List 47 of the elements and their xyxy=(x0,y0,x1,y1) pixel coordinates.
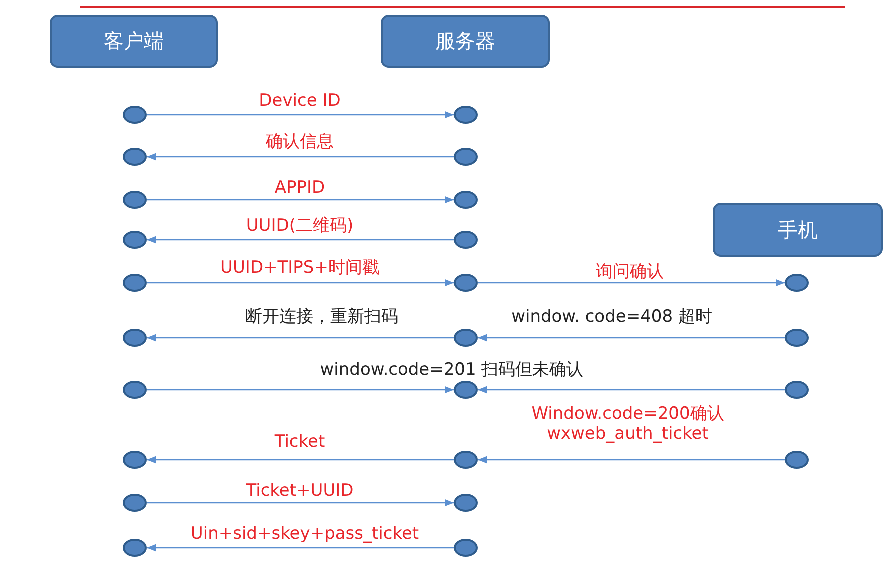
circle-node xyxy=(785,329,809,347)
arrow xyxy=(147,236,454,244)
circle-node xyxy=(123,106,147,124)
circle-node xyxy=(123,381,147,399)
note-text: window.code=201 扫码但未确认 xyxy=(318,360,586,380)
arrow xyxy=(147,334,454,342)
circle-node xyxy=(123,451,147,469)
circle-node xyxy=(454,494,478,512)
circle-node xyxy=(454,329,478,347)
circle-node xyxy=(785,381,809,399)
circle-node xyxy=(123,274,147,292)
circle-node xyxy=(123,231,147,249)
circle-node xyxy=(454,274,478,292)
participant-box: 手机 xyxy=(713,203,883,257)
participant-box: 客户端 xyxy=(50,15,218,68)
circle-node xyxy=(454,231,478,249)
circle-node xyxy=(123,539,147,557)
arrow xyxy=(478,386,785,394)
arrow xyxy=(147,153,454,161)
circle-node xyxy=(454,106,478,124)
arrow xyxy=(478,279,785,287)
circle-node xyxy=(123,148,147,166)
edge-label: window. code=408 超时 xyxy=(510,307,714,327)
edge-label: 确认信息 xyxy=(264,132,336,152)
arrow xyxy=(147,196,454,204)
circle-node xyxy=(454,148,478,166)
arrow xyxy=(147,111,454,119)
circle-node xyxy=(454,451,478,469)
circle-node xyxy=(454,539,478,557)
edge-label: 断开连接，重新扫码 xyxy=(244,307,400,327)
circle-node xyxy=(454,381,478,399)
arrow xyxy=(478,334,785,342)
circle-node xyxy=(123,329,147,347)
edge-label: 询问确认 xyxy=(594,262,666,282)
circle-node xyxy=(785,274,809,292)
arrow xyxy=(478,456,785,464)
participant-box: 服务器 xyxy=(381,15,550,68)
circle-node xyxy=(785,451,809,469)
arrow xyxy=(147,456,454,464)
arrow xyxy=(147,386,454,394)
circle-node xyxy=(454,191,478,209)
arrow xyxy=(147,544,454,552)
circle-node xyxy=(123,191,147,209)
edge-label: UUID+TIPS+时间戳 xyxy=(218,258,382,278)
arrow xyxy=(147,279,454,287)
arrow xyxy=(147,499,454,507)
circle-node xyxy=(123,494,147,512)
